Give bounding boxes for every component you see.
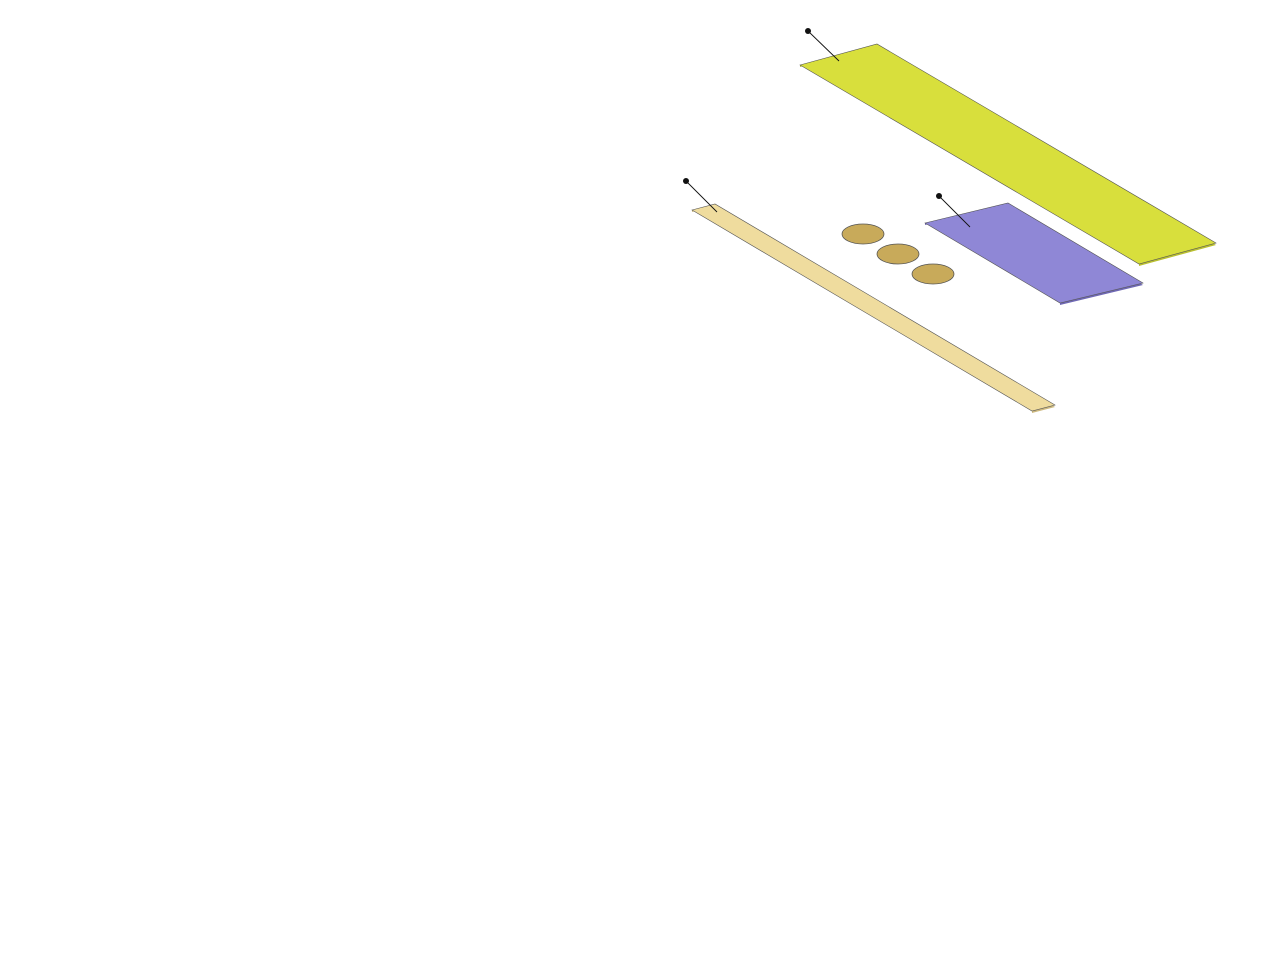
hole-3	[911, 263, 955, 285]
top-layer-callout	[805, 28, 840, 62]
middle-layer-face	[924, 202, 1144, 304]
bottom-layer-leader-line	[685, 180, 718, 213]
hole-2	[876, 243, 920, 265]
top-layer-leader-line	[807, 30, 840, 62]
middle-layer-callout	[936, 193, 971, 228]
bottom-layer-face	[691, 203, 1056, 412]
top-layer	[799, 43, 1217, 266]
bottom-layer-leader-dot	[683, 178, 689, 184]
top-layer-face	[799, 43, 1217, 265]
middle-layer-leader-dot	[936, 193, 942, 199]
callouts	[683, 28, 971, 228]
middle-layer	[924, 202, 1144, 305]
holes-group	[841, 223, 955, 285]
hole-1	[841, 223, 885, 245]
bottom-layer	[691, 203, 1056, 413]
top-layer-leader-dot	[805, 28, 811, 34]
bottom-layer-callout	[683, 178, 718, 213]
middle-layer-leader-line	[938, 195, 971, 228]
